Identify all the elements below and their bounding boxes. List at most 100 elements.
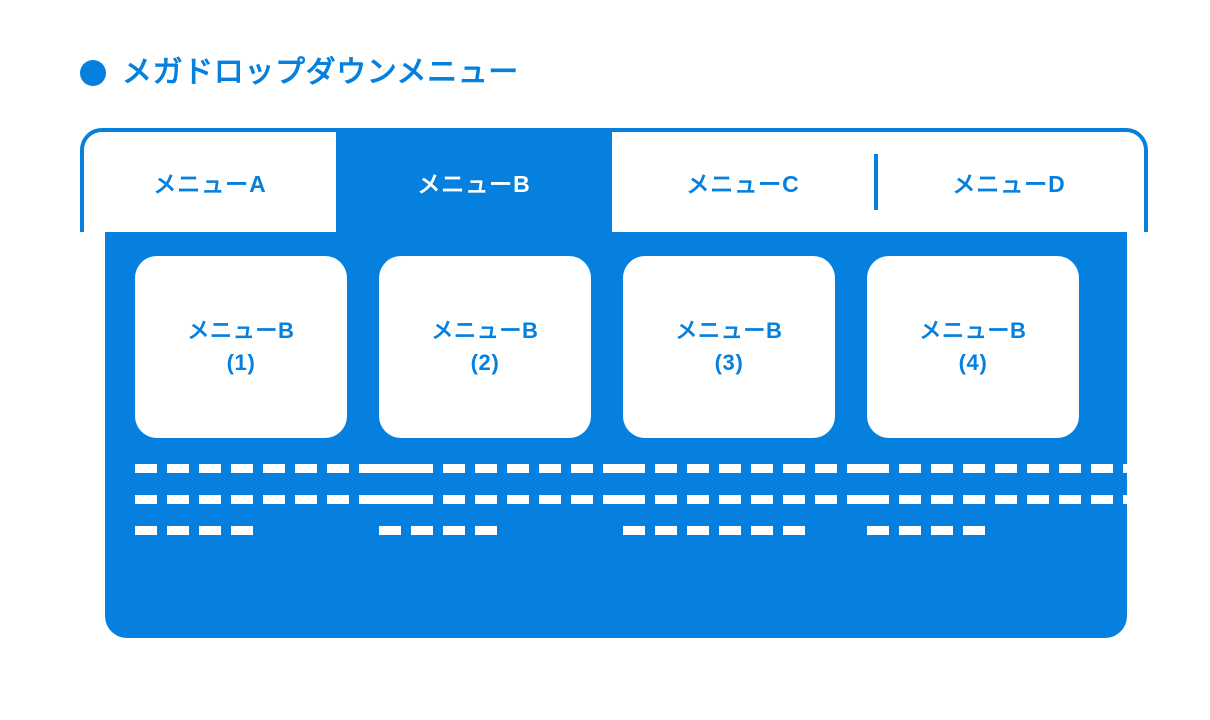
- placeholder-dash: [443, 526, 465, 535]
- page-title: メガドロップダウンメニュー: [80, 58, 519, 88]
- placeholder-dash: [167, 495, 189, 504]
- dropdown-column: メニューB (2): [379, 256, 625, 535]
- placeholder-dash: [783, 495, 805, 504]
- placeholder-dash: [327, 464, 349, 473]
- placeholder-dash: [963, 495, 985, 504]
- placeholder-dash: [783, 464, 805, 473]
- placeholder-dash: [931, 526, 953, 535]
- submenu-card-title: メニューB: [675, 318, 783, 344]
- placeholder-dash: [783, 526, 805, 535]
- placeholder-dash: [475, 526, 497, 535]
- dropdown-column: メニューB (3): [623, 256, 869, 535]
- page-title-text: メガドロップダウンメニュー: [122, 56, 519, 89]
- tab-menu-a[interactable]: メニューA: [84, 132, 336, 232]
- placeholder-dash: [719, 495, 741, 504]
- placeholder-dash: [571, 495, 593, 504]
- placeholder-line: [623, 495, 869, 504]
- placeholder-dash: [167, 526, 189, 535]
- placeholder-lines-3: [623, 464, 869, 535]
- tab-menu-c-label: メニューC: [686, 171, 800, 197]
- submenu-card-subtitle: (2): [470, 350, 500, 375]
- placeholder-line: [135, 495, 413, 504]
- submenu-card-title: メニューB: [187, 318, 295, 344]
- placeholder-dash: [815, 495, 837, 504]
- placeholder-dash: [443, 495, 465, 504]
- placeholder-dash: [687, 495, 709, 504]
- submenu-card-3[interactable]: メニューB (3): [623, 256, 835, 438]
- submenu-card-title: メニューB: [431, 318, 539, 344]
- placeholder-line: [135, 526, 347, 535]
- placeholder-dash: [751, 526, 773, 535]
- placeholder-dash: [899, 495, 921, 504]
- placeholder-dash: [1059, 495, 1081, 504]
- placeholder-dash: [719, 526, 741, 535]
- circle-bullet-icon: [80, 60, 106, 86]
- placeholder-dash: [995, 495, 1017, 504]
- tab-menu-b[interactable]: メニューB: [336, 132, 612, 232]
- placeholder-dash: [655, 464, 677, 473]
- placeholder-dash: [263, 464, 285, 473]
- placeholder-dash: [135, 495, 157, 504]
- placeholder-dash: [1027, 495, 1049, 504]
- submenu-card-2[interactable]: メニューB (2): [379, 256, 591, 438]
- tab-menu-d[interactable]: メニューD: [878, 132, 1140, 232]
- placeholder-dash: [623, 526, 645, 535]
- placeholder-dash: [655, 495, 677, 504]
- placeholder-dash: [359, 495, 381, 504]
- submenu-card-1[interactable]: メニューB (1): [135, 256, 347, 438]
- placeholder-dash: [327, 495, 349, 504]
- placeholder-dash: [411, 526, 433, 535]
- placeholder-dash: [539, 464, 561, 473]
- placeholder-line: [135, 464, 413, 473]
- placeholder-dash: [995, 464, 1017, 473]
- placeholder-line: [379, 526, 591, 535]
- placeholder-dash: [1027, 464, 1049, 473]
- placeholder-dash: [623, 464, 645, 473]
- placeholder-dash: [847, 464, 869, 473]
- dropdown-columns: メニューB (1) メニューB (2): [135, 256, 1145, 535]
- placeholder-dash: [231, 495, 253, 504]
- placeholder-dash: [379, 495, 401, 504]
- placeholder-dash: [899, 526, 921, 535]
- placeholder-lines-2: [379, 464, 625, 535]
- placeholder-lines-4: [867, 464, 1145, 535]
- placeholder-dash: [603, 495, 625, 504]
- placeholder-dash: [1091, 495, 1113, 504]
- placeholder-dash: [391, 495, 413, 504]
- placeholder-dash: [199, 526, 221, 535]
- placeholder-dash: [199, 495, 221, 504]
- placeholder-dash: [295, 464, 317, 473]
- placeholder-dash: [443, 464, 465, 473]
- placeholder-line: [379, 464, 625, 473]
- placeholder-dash: [539, 495, 561, 504]
- placeholder-dash: [359, 464, 381, 473]
- placeholder-dash: [719, 464, 741, 473]
- tab-divider: [874, 154, 878, 210]
- submenu-card-subtitle: (4): [958, 350, 988, 375]
- tab-menu-c[interactable]: メニューC: [612, 132, 874, 232]
- menu-tab-bar: メニューA メニューB メニューC メニューD: [80, 128, 1148, 232]
- placeholder-dash: [475, 495, 497, 504]
- placeholder-dash: [603, 464, 625, 473]
- placeholder-dash: [931, 464, 953, 473]
- placeholder-dash: [475, 464, 497, 473]
- dropdown-column: メニューB (1): [135, 256, 413, 535]
- placeholder-dash: [507, 464, 529, 473]
- placeholder-dash: [263, 495, 285, 504]
- placeholder-dash: [1123, 495, 1145, 504]
- placeholder-dash: [199, 464, 221, 473]
- tab-menu-d-label: メニューD: [952, 171, 1066, 197]
- placeholder-dash: [231, 526, 253, 535]
- tab-menu-b-label: メニューB: [417, 171, 531, 197]
- tab-menu-a-label: メニューA: [153, 171, 267, 197]
- placeholder-dash: [391, 464, 413, 473]
- placeholder-dash: [751, 464, 773, 473]
- placeholder-line: [379, 495, 625, 504]
- placeholder-dash: [295, 495, 317, 504]
- submenu-card-title: メニューB: [919, 318, 1027, 344]
- placeholder-dash: [867, 464, 889, 473]
- placeholder-lines-1: [135, 464, 413, 535]
- submenu-card-4[interactable]: メニューB (4): [867, 256, 1079, 438]
- placeholder-dash: [231, 464, 253, 473]
